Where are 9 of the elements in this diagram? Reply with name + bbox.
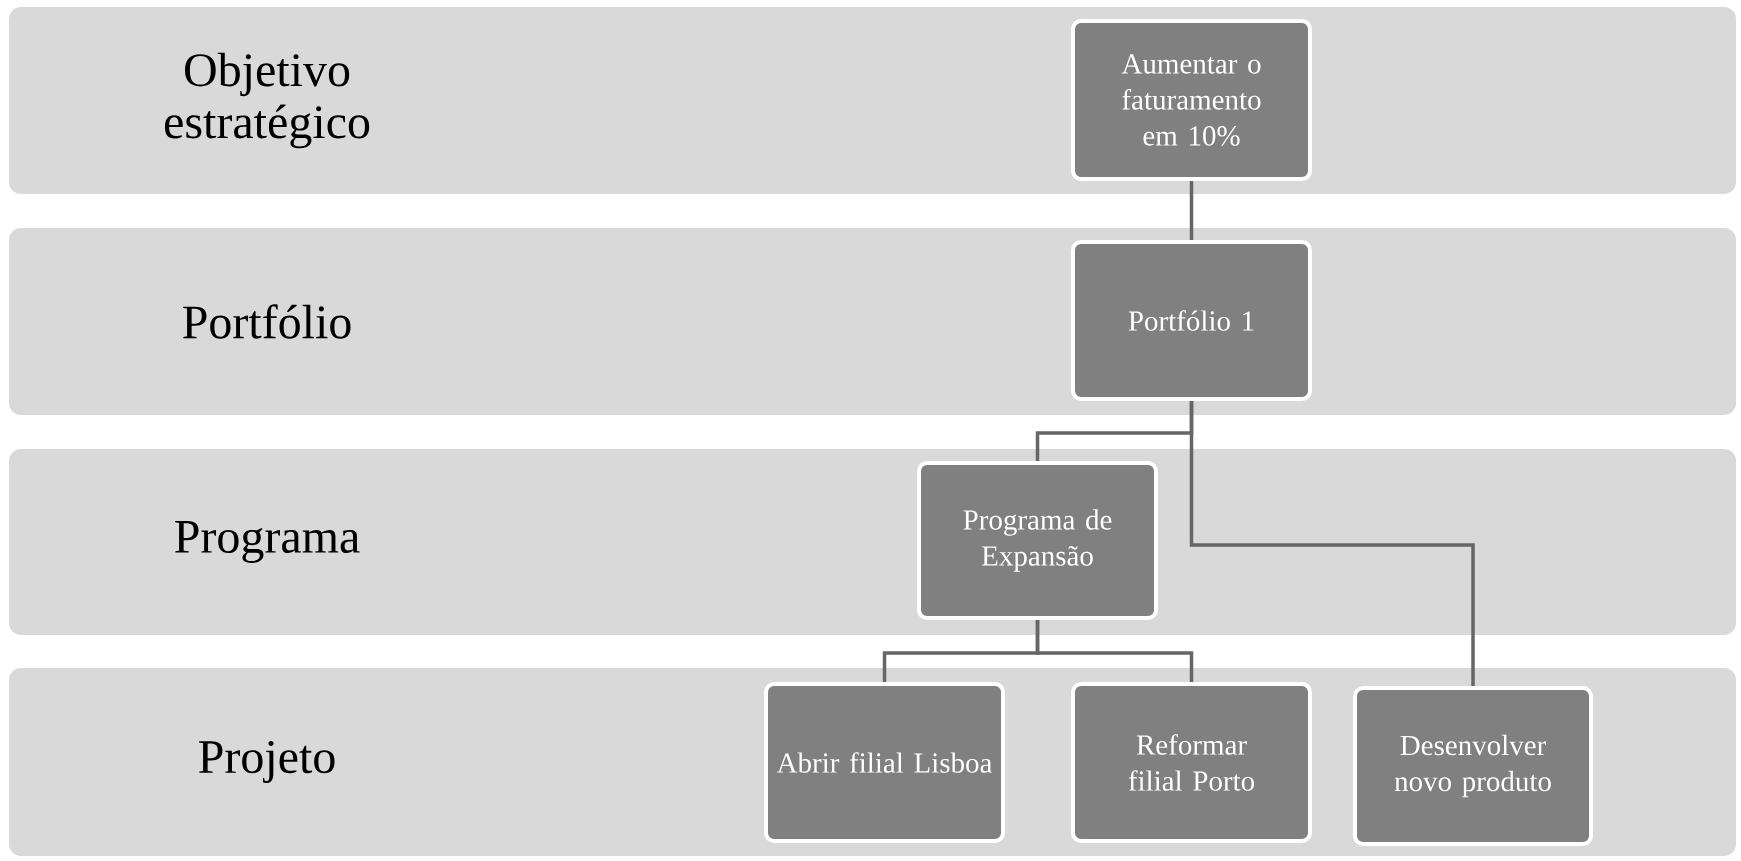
process-box: Programa de Expansão	[917, 461, 1158, 620]
process-box: Portfólio 1	[1071, 240, 1312, 401]
process-box: Aumentar o faturamento em 10%	[1071, 19, 1312, 181]
connector-line	[1189, 181, 1194, 240]
process-box: Desenvolver novo produto	[1353, 686, 1593, 846]
connector-line	[1035, 620, 1194, 682]
process-box: Reformar filial Porto	[1071, 682, 1312, 843]
process-box: Abrir filial Lisboa	[764, 682, 1005, 843]
connector-line	[1189, 401, 1475, 686]
